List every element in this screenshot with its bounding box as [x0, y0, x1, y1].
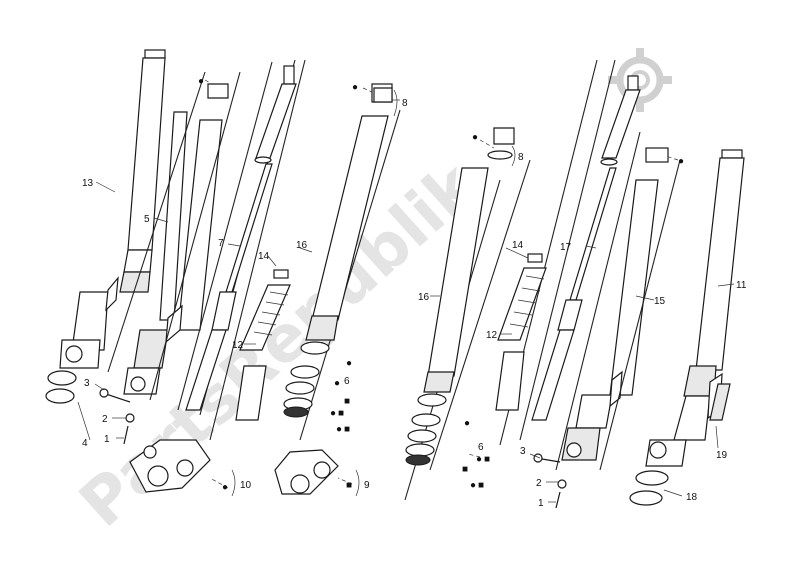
fork-spring-left	[239, 269, 291, 351]
callout-2: 2	[102, 414, 108, 425]
marker-dot: ●	[346, 358, 352, 369]
axle-bracket-left	[129, 439, 211, 493]
callout-10: 10	[240, 480, 252, 491]
marker-square: ■	[344, 424, 350, 435]
gear-icon	[608, 48, 672, 112]
callout-4: 4	[82, 438, 88, 449]
axle-clamps-right	[629, 470, 669, 506]
frame-line	[519, 59, 616, 441]
marker-dot: ●	[352, 82, 358, 93]
damper-rod-left	[185, 65, 297, 411]
callout-3-right: 3	[520, 446, 526, 457]
callout-11: 11	[736, 280, 747, 291]
top-cap-left	[373, 87, 393, 103]
callout-lines	[77, 99, 735, 503]
bushing-left	[207, 83, 229, 99]
outer-tube-left	[59, 49, 166, 369]
callout-13: 13	[82, 178, 94, 189]
marker-square: ■	[484, 454, 490, 465]
leader-lines	[204, 79, 679, 489]
callout-17: 17	[560, 242, 572, 253]
marker-dot: ●	[198, 76, 204, 87]
callout-6-right: 6	[478, 442, 484, 453]
callout-9: 9	[364, 480, 370, 491]
callout-18: 18	[686, 492, 698, 503]
marker-dot: ●	[330, 408, 336, 419]
marker-square: ■	[478, 480, 484, 491]
seal-stack-right	[405, 393, 447, 466]
marker-dot: ●	[470, 480, 476, 491]
frame-line	[177, 61, 273, 411]
callout-15: 15	[654, 296, 666, 307]
frame-line	[209, 59, 306, 441]
spacer-tube-left	[235, 365, 267, 421]
callout-1-right: 1	[538, 498, 544, 509]
marker-dot: ●	[336, 424, 342, 435]
frame-line	[429, 159, 531, 471]
callout-12-right: 12	[486, 330, 498, 341]
callout-5: 5	[144, 214, 150, 225]
marker-dot: ●	[334, 378, 340, 389]
callout-19: 19	[716, 450, 728, 461]
marker-dot: ●	[464, 418, 470, 429]
marker-dot: ●	[472, 132, 478, 143]
bracket-marks	[231, 89, 516, 497]
callout-7: 7	[218, 238, 224, 249]
callout-8-right: 8	[518, 152, 524, 163]
marker-dot: ●	[678, 156, 684, 167]
marker-square: ■	[338, 408, 344, 419]
seal-stack-left	[283, 341, 330, 418]
frame-line	[299, 109, 401, 441]
fork-spring-right	[497, 253, 547, 341]
callout-8: 8	[402, 98, 408, 109]
marker-square: ■	[344, 396, 350, 407]
pinch-bolt-left	[99, 388, 135, 445]
frame-line	[599, 159, 681, 471]
markers: ● ● ● ● ■ ● ■ ● ■ ● ■ ● ● ● ● ■ ■ ● ■	[198, 76, 684, 493]
damper-rod-right	[531, 75, 641, 421]
reflector-decal	[709, 383, 731, 421]
axle-clamps-left	[45, 370, 77, 404]
marker-dot: ●	[476, 454, 482, 465]
axle-bracket-right	[274, 449, 339, 495]
callout-14-right: 14	[512, 240, 524, 251]
frame-line	[555, 131, 641, 471]
frame-line	[149, 71, 241, 401]
inner-tube-left	[123, 111, 223, 395]
frame-line	[107, 71, 206, 373]
callout-2-right: 2	[536, 478, 542, 489]
callout-3: 3	[84, 378, 90, 389]
callout-16: 16	[296, 240, 308, 251]
pinch-bolt-right	[533, 453, 567, 509]
callout-12: 12	[232, 340, 244, 351]
callout-labels: 13 5 7 8 16 14 12 6 3 2 4 1 10 9 8 14 17…	[82, 98, 747, 509]
spacer-tube-right	[495, 351, 525, 411]
callout-14: 14	[258, 251, 270, 262]
cartridge-tube-right	[423, 167, 489, 393]
callout-6: 6	[344, 376, 350, 387]
inner-tube-right	[561, 147, 669, 461]
top-cap-right	[487, 127, 515, 160]
marker-square: ■	[462, 464, 468, 475]
outer-tube-right	[645, 149, 745, 467]
callout-1: 1	[104, 434, 110, 445]
marker-dot: ●	[222, 482, 228, 493]
marker-square: ■	[346, 480, 352, 491]
callout-16-right: 16	[418, 292, 430, 303]
